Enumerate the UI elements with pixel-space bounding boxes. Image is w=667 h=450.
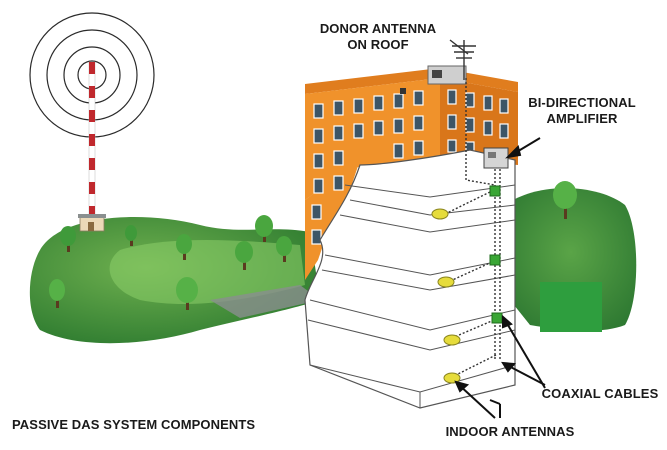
trees [49, 181, 577, 310]
amplifier-box-icon [483, 147, 509, 169]
donor-antenna-label-line2: ON ROOF [347, 37, 409, 52]
tree-icon [125, 225, 137, 246]
amplifier-label-line2: AMPLIFIER [546, 111, 618, 126]
amplifier-label-line1: BI-DIRECTIONAL [528, 95, 636, 110]
building-right [440, 78, 518, 165]
indoor-antenna-icon [431, 208, 449, 220]
tree-icon [176, 234, 192, 260]
tree-icon [49, 279, 65, 308]
indoor-antennas [431, 208, 461, 384]
left-hill-highlight [109, 240, 305, 305]
tree-icon [60, 226, 76, 252]
right-field [540, 282, 602, 332]
indoor-antennas-label: INDOOR ANTENNAS [445, 424, 575, 439]
amplifier-label: BI-DIRECTIONAL AMPLIFIER [527, 95, 637, 127]
cell-tower-icon [78, 61, 106, 232]
indoor-antenna-icon [443, 334, 461, 346]
coaxial-cables-label: COAXIAL CABLES [541, 386, 659, 401]
tree-icon [553, 181, 577, 219]
building [305, 65, 518, 280]
indoor-antenna-icon [443, 372, 461, 384]
right-hill [505, 188, 637, 331]
diagram-title: PASSIVE DAS SYSTEM COMPONENTS [12, 417, 256, 432]
pointer-arrows [454, 137, 546, 419]
tree-icon [255, 215, 273, 242]
tree-icon [235, 241, 253, 270]
donor-antenna-icon [449, 39, 476, 80]
tree-icon [176, 277, 198, 310]
road [210, 285, 320, 318]
windows [311, 89, 509, 245]
indoor-antenna-icon [437, 276, 455, 288]
tree-icon [276, 236, 292, 262]
donor-antenna-label-line1: DONOR ANTENNA [319, 21, 437, 36]
building-cutaway [304, 149, 516, 409]
donor-antenna-label: DONOR ANTENNA ON ROOF [318, 21, 438, 53]
